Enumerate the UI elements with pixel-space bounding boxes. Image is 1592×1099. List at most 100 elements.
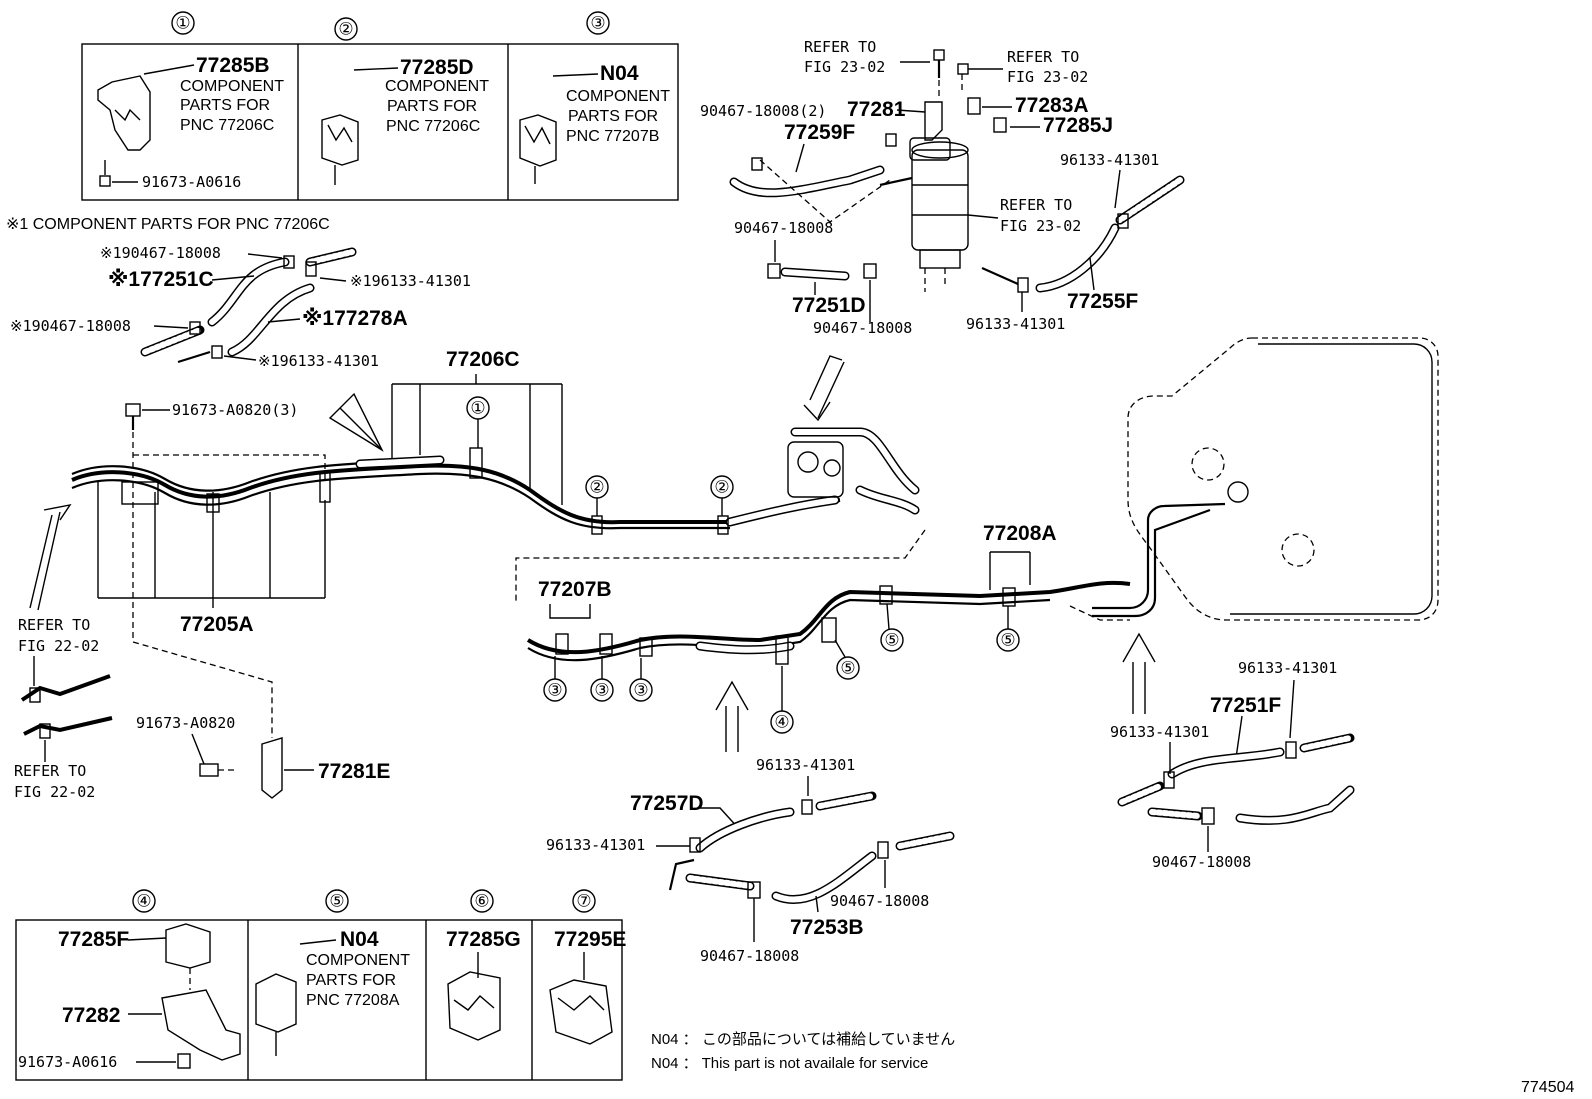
clamp-n04-icon	[519, 114, 557, 184]
part-77282: 77282	[62, 1004, 120, 1027]
fuel-tank-icon	[1069, 337, 1439, 621]
clamp-icon	[1117, 213, 1129, 229]
desc-2-line3: PNC 77206C	[386, 118, 480, 135]
clamp-icon	[211, 345, 223, 359]
marked-part-2: ※177251C	[108, 268, 214, 291]
canister-refer-1-line2: FIG 23-02	[804, 58, 885, 76]
marked-part-6: ※196133-41301	[258, 352, 379, 370]
part-91673-a0616-bottom: 91673-A0616	[18, 1053, 117, 1071]
clamp-icon	[1017, 277, 1029, 293]
legend-box-top: ① ② ③ 77285B COMPONENT PARTS FOR PNC 772…	[81, 11, 679, 201]
clamp-77285d-icon	[321, 114, 359, 185]
clamp-icon	[877, 841, 889, 859]
circle-3-label: ③	[590, 14, 605, 33]
label-77205a: 77205A	[180, 613, 254, 636]
main-circle-5b: ⑤	[884, 631, 899, 650]
bracket-77282-icon	[161, 989, 241, 1061]
clip-77285j-icon	[993, 117, 1007, 133]
canister-bracket-77281: 77281	[847, 98, 906, 121]
main-circle-3c: ③	[633, 681, 648, 700]
clamp-n04-bottom-icon	[255, 973, 297, 1033]
right-clamp-6: 90467-18008	[1152, 853, 1251, 871]
circle-6-label: ⑥	[474, 892, 489, 911]
canister-refer-3-line1: REFER TO	[1000, 196, 1072, 214]
desc-5-line3: PNC 77208A	[306, 992, 400, 1009]
marked-hose-group	[140, 247, 357, 364]
canister-clamp-2: 90467-18008(2)	[700, 102, 826, 120]
lower-96133-d: 96133-41301	[546, 836, 645, 854]
bracket-77281e-icon	[261, 737, 283, 799]
main-circle-3b: ③	[594, 681, 609, 700]
clamp-icon	[689, 837, 701, 853]
right-96133-f: 96133-41301	[1110, 723, 1209, 741]
bolt-icon	[125, 403, 141, 417]
right-hose-group: 96133-41301 77251F 96133-41301 90467-180…	[1110, 659, 1355, 871]
desc-1-line2: PARTS FOR	[180, 97, 270, 114]
canister-96133-b: 96133-41301	[966, 315, 1065, 333]
legend-box-bottom: ④ ⑤ ⑥ ⑦ 77285F 77282 91673-A0616 N04 COM…	[15, 889, 626, 1081]
part-n04-top: N04	[600, 62, 639, 85]
main-piping-assembly: 77206C 77205A 91673-A0820(3)	[14, 337, 1439, 801]
canister-77285j: 77285J	[1043, 114, 1113, 137]
label-77206c: 77206C	[446, 348, 520, 371]
lower-hose-group: 96133-41301 77257D 96133-41301 77253B 90…	[546, 756, 955, 965]
bolt-icon	[957, 63, 969, 75]
marked-part-4: ※190467-18008	[10, 317, 131, 335]
canister-hose-77255f: 77255F	[1067, 290, 1138, 313]
marked-part-5: ※177278A	[302, 307, 408, 330]
main-refer-a-line1: REFER TO	[18, 616, 90, 634]
desc-5-line1: COMPONENT	[306, 952, 410, 969]
clamp-77285b-icon	[97, 75, 151, 187]
canister-refer-2-line1: REFER TO	[1007, 48, 1079, 66]
lower-clamp-4: 90467-18008	[700, 947, 799, 965]
desc-5-line2: PARTS FOR	[306, 972, 396, 989]
right-96133-e: 96133-41301	[1238, 659, 1337, 677]
main-circle-2b: ②	[714, 478, 729, 497]
canister-77283a: 77283A	[1015, 94, 1089, 117]
bracket-77281-icon	[924, 101, 943, 141]
canister-group: REFER TO FIG 23-02 REFER TO FIG 23-02 90…	[700, 38, 1185, 337]
canister-clamp-1: 90467-18008	[734, 219, 833, 237]
marked-part-1: ※190467-18008	[100, 244, 221, 262]
clamp-icon	[39, 723, 51, 739]
clamp-icon	[1163, 771, 1175, 789]
clamp-77285f-icon	[165, 923, 211, 969]
clamp-icon	[1201, 807, 1215, 825]
part-77285b: 77285B	[196, 54, 270, 77]
main-bracket-77281e: 77281E	[318, 760, 390, 783]
canister-refer-1-line1: REFER TO	[804, 38, 876, 56]
circle-4-label: ④	[136, 892, 151, 911]
right-hose-77251f: 77251F	[1210, 694, 1281, 717]
note-japanese: N04 ： この部品については補給していません	[651, 1031, 955, 1048]
clamp-icon	[885, 133, 897, 147]
clamp-icon	[863, 263, 877, 279]
canister-hose-77251d: 77251D	[792, 294, 866, 317]
desc-3-line2: PARTS FOR	[568, 108, 658, 125]
main-refer-b-line2: FIG 22-02	[14, 783, 95, 801]
clip-77283a-icon	[967, 97, 981, 115]
clamp-icon	[305, 261, 317, 277]
note-english: N04 ： This part is not availale for serv…	[651, 1055, 928, 1072]
main-refer-b-line1: REFER TO	[14, 762, 86, 780]
figure-id: 774504	[1521, 1079, 1574, 1096]
canister-hose-77259f: 77259F	[784, 121, 855, 144]
clamp-icon	[751, 157, 763, 171]
canister-refer-2-line2: FIG 23-02	[1007, 68, 1088, 86]
part-77285d: 77285D	[400, 56, 474, 79]
lower-hose-77257d: 77257D	[630, 792, 704, 815]
lower-clamp-5: 90467-18008	[830, 892, 929, 910]
label-77208a: 77208A	[983, 522, 1057, 545]
desc-3-line1: COMPONENT	[566, 88, 670, 105]
canister-refer-3-line2: FIG 23-02	[1000, 217, 1081, 235]
part-77285f: 77285F	[58, 928, 129, 951]
circle-5-label: ⑤	[329, 892, 344, 911]
main-circle-2a: ②	[589, 478, 604, 497]
part-n04-bottom: N04	[340, 928, 379, 951]
main-circle-1: ①	[470, 399, 485, 418]
canister-clamp-3: 90467-18008	[813, 319, 912, 337]
clamp-icon	[283, 255, 295, 269]
grommet-77295e-icon	[549, 979, 613, 1045]
bolt-icon	[177, 1053, 191, 1069]
marked-part-3: ※196133-41301	[350, 272, 471, 290]
